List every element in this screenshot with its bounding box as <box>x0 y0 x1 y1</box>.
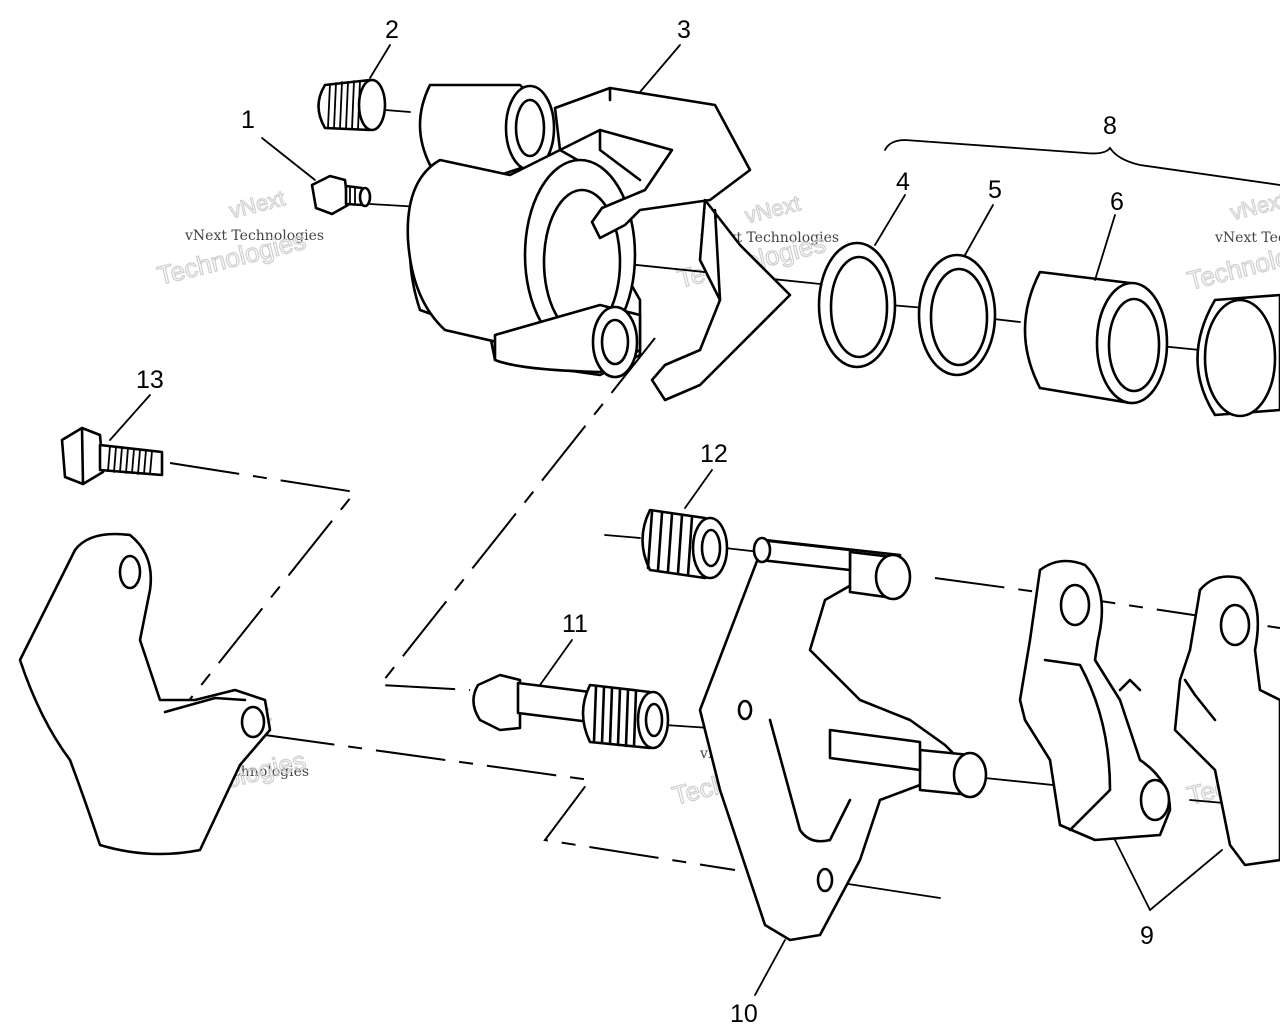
watermark-brand-top: vNext <box>1228 187 1280 225</box>
mounting-bolt <box>60 426 164 486</box>
slide-pin <box>472 673 670 750</box>
callout-9: 9 <box>1140 922 1154 950</box>
callout-13: 13 <box>136 366 164 394</box>
frame-mount <box>18 532 272 856</box>
callout-2: 2 <box>385 16 399 44</box>
watermark-brand-top: vNext <box>742 190 803 228</box>
caliper-bracket <box>698 536 988 942</box>
threaded-plug <box>317 78 387 132</box>
piston <box>1023 270 1169 405</box>
callout-1: 1 <box>241 106 255 134</box>
callout-10: 10 <box>730 1000 758 1024</box>
brake-pad-outer <box>1173 575 1280 867</box>
callout-4: 4 <box>896 168 910 196</box>
callout-12: 12 <box>700 440 728 468</box>
brake-pad-inner <box>1018 559 1172 842</box>
bleeder-valve <box>310 174 372 216</box>
callout-6: 6 <box>1110 188 1124 216</box>
pin-boot-spring <box>641 508 729 580</box>
callout-leaders <box>109 44 1280 996</box>
piston-seal <box>817 241 897 369</box>
piston-cap <box>1196 293 1280 418</box>
callout-labels: 1 2 3 4 5 6 8 9 10 11 12 13 <box>136 16 1154 1024</box>
callout-11: 11 <box>562 610 588 638</box>
watermark-company: vNext Technologies <box>1214 230 1280 246</box>
callout-8: 8 <box>1103 112 1117 140</box>
callout-3: 3 <box>677 16 691 44</box>
dust-seal <box>917 253 997 377</box>
callout-5: 5 <box>988 176 1002 204</box>
caliper-body <box>406 83 792 402</box>
watermark-company: vNext Technologies <box>184 228 324 244</box>
watermark-brand-top: vNext <box>227 185 288 223</box>
